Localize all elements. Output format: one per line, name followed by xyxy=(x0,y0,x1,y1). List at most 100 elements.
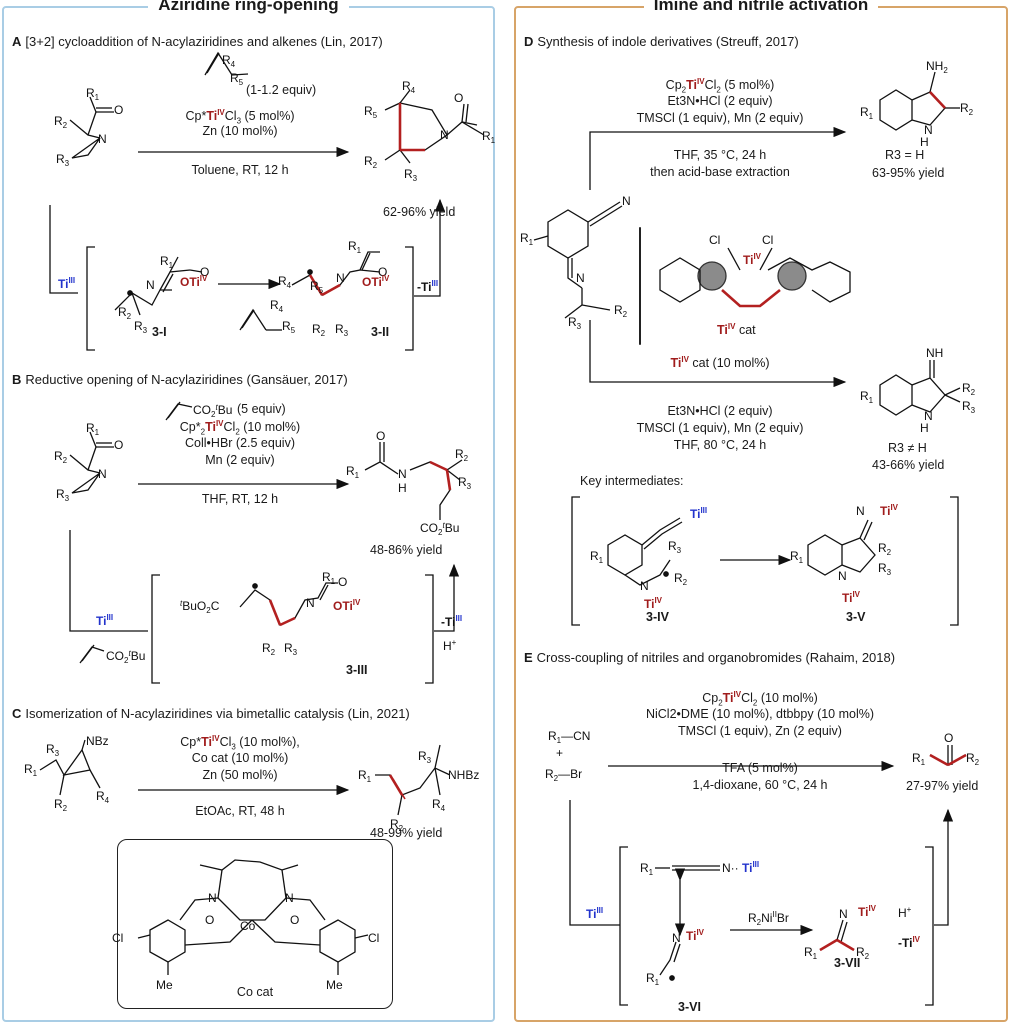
svg-text:R1: R1 xyxy=(646,971,660,987)
svg-text:R2: R2 xyxy=(54,114,68,130)
svg-text:Cl: Cl xyxy=(762,233,773,247)
svg-text:R2: R2 xyxy=(614,303,628,319)
svg-text:H: H xyxy=(920,421,929,435)
svg-text:OTiIV: OTiIV xyxy=(180,274,208,289)
svg-text:CO2tBu: CO2tBu xyxy=(420,521,459,537)
svg-text:TiIII: TiIII xyxy=(690,506,707,521)
svg-text:O: O xyxy=(114,103,123,117)
svg-text:NBz: NBz xyxy=(86,734,109,748)
b-reductant: Mn (2 equiv) xyxy=(205,453,275,467)
a-alkene-reagent xyxy=(204,51,249,76)
svg-text:N: N xyxy=(856,504,865,518)
svg-text:O: O xyxy=(114,438,123,452)
a-reductant: Zn (10 mol%) xyxy=(202,124,278,138)
svg-text:R2: R2 xyxy=(390,817,404,833)
svg-text:R1: R1 xyxy=(860,389,874,405)
svg-text:R3: R3 xyxy=(962,399,976,415)
svg-text:H+: H+ xyxy=(898,905,912,920)
svg-text:R5: R5 xyxy=(364,104,378,120)
svg-text:+: + xyxy=(556,746,563,760)
svg-text:N: N xyxy=(306,596,315,610)
svg-text:R4: R4 xyxy=(432,797,446,813)
d-aminoindole-product xyxy=(879,71,960,131)
svg-text:Me: Me xyxy=(326,978,343,992)
svg-text:R3: R3 xyxy=(458,475,472,491)
d-yield1: 63-95% yield xyxy=(872,166,945,180)
c-reductant: Zn (50 mol%) xyxy=(202,768,278,782)
d-iminoindoline-product xyxy=(879,360,961,416)
svg-text:H: H xyxy=(920,135,929,149)
svg-text:R1: R1 xyxy=(590,549,604,565)
svg-text:R2: R2 xyxy=(312,322,326,338)
svg-text:R3: R3 xyxy=(404,167,418,183)
c-conditions: EtOAc, RT, 48 h xyxy=(195,804,285,818)
svg-text:N··: N·· xyxy=(722,861,739,875)
svg-text:OTiIV: OTiIV xyxy=(333,598,361,613)
svg-text:-TiIII: -TiIII xyxy=(417,279,438,294)
d-tmscl2: TMSCl (1 equiv), Mn (2 equiv) xyxy=(636,421,804,435)
svg-text:N: N xyxy=(640,579,649,593)
svg-text:R1: R1 xyxy=(86,86,100,102)
svg-text:R1: R1 xyxy=(86,421,100,437)
svg-text:N: N xyxy=(672,931,681,945)
e-int1-label: 3-VI xyxy=(678,1000,701,1014)
svg-text:R2: R2 xyxy=(455,447,469,463)
d-workup1: then acid-base extraction xyxy=(650,165,790,179)
panel-aziridine: Aziridine ring-opening xyxy=(2,0,495,1022)
svg-text:O: O xyxy=(205,913,214,927)
e-tmscl: TMSCl (1 equiv), Zn (2 equiv) xyxy=(678,724,842,738)
svg-text:H+: H+ xyxy=(443,638,457,653)
d-int1-label: 3-IV xyxy=(646,610,669,624)
svg-text:Cl: Cl xyxy=(368,931,379,945)
svg-text:NH: NH xyxy=(926,346,943,360)
svg-text:R4: R4 xyxy=(222,53,236,69)
ti-cat-label: TiIV cat xyxy=(717,322,756,338)
svg-text:O: O xyxy=(378,265,387,279)
svg-text:R3: R3 xyxy=(878,561,892,577)
a-equiv: (1-1.2 equiv) xyxy=(246,83,317,97)
c-yield: 48-99% yield xyxy=(370,826,443,840)
svg-text:Me: Me xyxy=(156,978,173,992)
d-key-intermediates-bracket xyxy=(571,496,959,626)
svg-text:O: O xyxy=(290,913,299,927)
svg-text:N: N xyxy=(838,569,847,583)
b-yield: 48-86% yield xyxy=(370,543,443,557)
e-catalyst: Cp2TiIVCl2 (10 mol%) xyxy=(702,690,818,708)
svg-text:R3: R3 xyxy=(56,487,70,503)
d-key-intermediates: Key intermediates: xyxy=(580,474,684,488)
b-acrylate-reagent xyxy=(165,401,193,421)
svg-text:R2: R2 xyxy=(962,381,976,397)
co-salen-structure xyxy=(137,859,369,975)
svg-text:N: N xyxy=(576,271,585,285)
svg-text:R2: R2 xyxy=(966,751,980,767)
panel-title-left: Aziridine ring-opening xyxy=(148,0,349,14)
svg-text:R4: R4 xyxy=(278,274,292,290)
svg-text:R3: R3 xyxy=(418,749,432,765)
svg-text:TiIV: TiIV xyxy=(842,590,861,605)
svg-text:R2: R2 xyxy=(118,305,132,321)
svg-text:N: N xyxy=(622,194,631,208)
e-mechanism xyxy=(569,800,954,1006)
a-conditions: Toluene, RT, 12 h xyxy=(191,163,289,177)
svg-text:R1: R1 xyxy=(790,549,804,565)
b-amide-product xyxy=(364,442,463,520)
a-pyrrolidine-product xyxy=(384,89,485,164)
svg-text:N: N xyxy=(924,123,933,137)
svg-text:R3: R3 xyxy=(134,319,148,335)
svg-text:TiIII: TiIII xyxy=(58,276,75,291)
svg-text:H: H xyxy=(398,481,407,495)
svg-text:N: N xyxy=(285,891,294,905)
svg-text:R1: R1 xyxy=(912,751,926,767)
svg-text:R2NiIIBr: R2NiIIBr xyxy=(748,910,789,927)
svg-text:R1: R1 xyxy=(24,762,38,778)
d-ti-catalyst xyxy=(659,247,851,308)
d-imine-substrate xyxy=(533,201,623,319)
svg-text:OTiIV: OTiIV xyxy=(362,274,390,289)
e-nickel: NiCl2•DME (10 mol%), dtbbpy (10 mol%) xyxy=(645,707,875,721)
c-cocat-label: Co cat xyxy=(236,985,274,999)
svg-text:R1: R1 xyxy=(520,231,534,247)
svg-text:TiIV: TiIV xyxy=(743,252,762,267)
svg-text:TiIII: TiIII xyxy=(96,613,113,628)
